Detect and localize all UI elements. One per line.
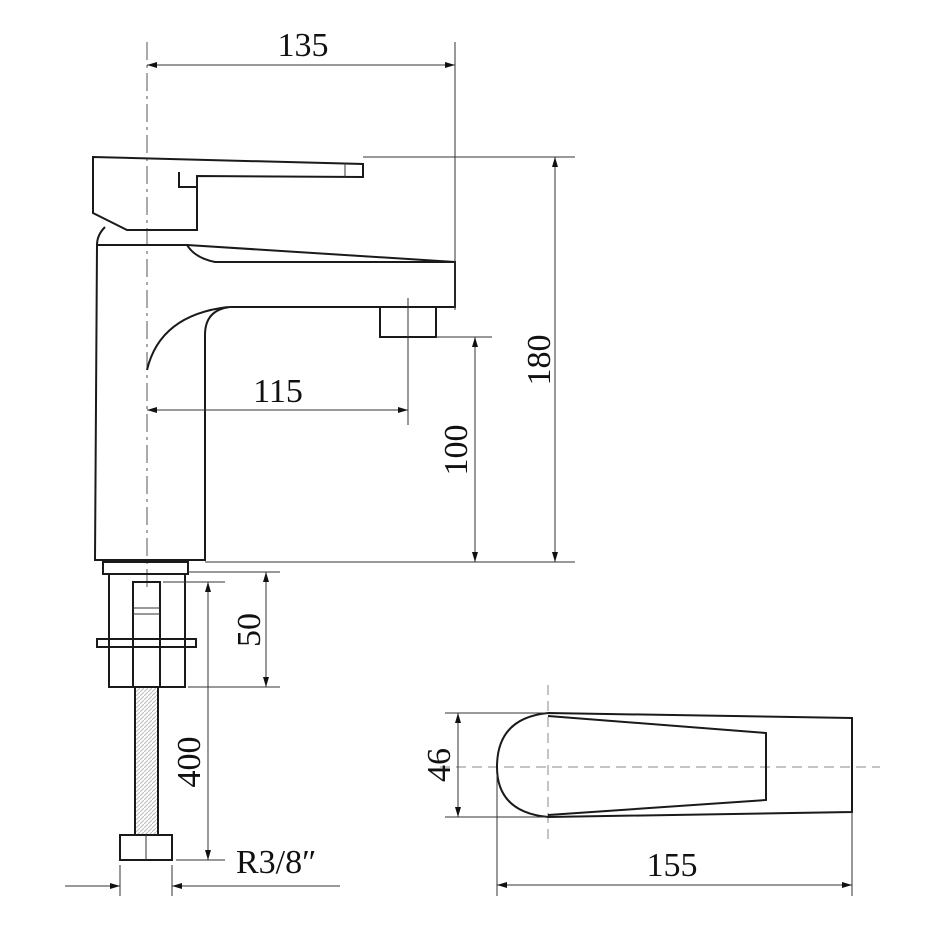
dim-label-50: 50 xyxy=(231,613,268,647)
dim-label-155: 155 xyxy=(647,847,698,884)
dim-label-115: 115 xyxy=(253,373,303,410)
dim-label-100: 100 xyxy=(438,425,475,476)
dimension-hose-thread: R3/8″ xyxy=(65,844,340,896)
flange xyxy=(96,638,197,648)
dimension-46: 46 xyxy=(421,712,548,818)
shank-housing xyxy=(108,573,186,688)
inlet-pipe xyxy=(132,581,161,688)
dimension-115: 115 xyxy=(147,298,409,425)
dim-label-135: 135 xyxy=(278,27,329,64)
dimension-180: 180 xyxy=(205,156,575,563)
handle-tab xyxy=(178,172,197,188)
spout-top-outline xyxy=(495,711,853,819)
dimension-155: 155 xyxy=(496,775,853,896)
dimension-400: 400 xyxy=(163,581,225,861)
braided-hose xyxy=(134,686,159,836)
faucet-side-view xyxy=(92,42,456,861)
dimension-135: 135 xyxy=(147,27,456,310)
dim-label-46: 46 xyxy=(421,748,458,782)
handle-lever xyxy=(92,155,364,231)
dim-label-180: 180 xyxy=(521,335,558,386)
dimension-50: 50 xyxy=(188,571,280,688)
dimension-100: 100 xyxy=(436,336,492,562)
faucet-body xyxy=(93,226,456,561)
faucet-top-view xyxy=(440,685,880,845)
thread-label: R3/8″ xyxy=(236,844,316,881)
mounting-nut xyxy=(102,561,189,575)
dim-label-400: 400 xyxy=(171,737,208,788)
